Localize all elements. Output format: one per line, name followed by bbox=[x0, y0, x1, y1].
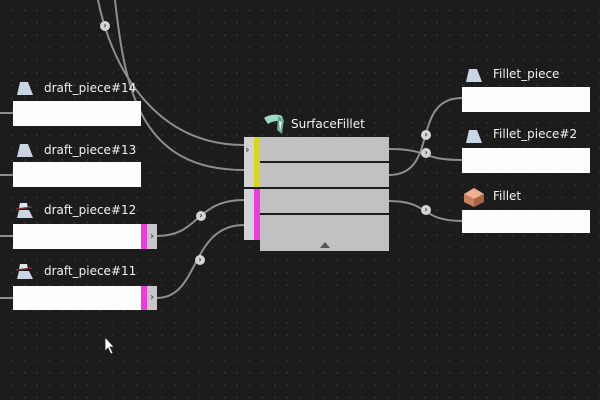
surface-fillet-node[interactable]: › bbox=[244, 137, 389, 240]
output-port-color bbox=[141, 224, 147, 249]
node-title: SurfaceFillet bbox=[291, 117, 365, 131]
surface-piece-icon bbox=[466, 130, 482, 143]
wire-junction[interactable]: › bbox=[195, 255, 205, 265]
node-expand-button[interactable] bbox=[260, 240, 389, 251]
surface-piece-icon bbox=[17, 144, 33, 157]
param-label: draft_piece#12 bbox=[44, 203, 137, 217]
node-input-port-1[interactable] bbox=[260, 137, 389, 161]
port-divider bbox=[260, 213, 389, 215]
wire-junction[interactable]: › bbox=[421, 130, 431, 140]
output-port-color bbox=[141, 286, 147, 310]
wire-junction[interactable]: › bbox=[421, 205, 431, 215]
param-value-field[interactable] bbox=[462, 148, 590, 173]
output-port[interactable]: › bbox=[147, 224, 157, 249]
node-input-port-2[interactable] bbox=[260, 163, 389, 187]
wire-junction[interactable]: › bbox=[421, 148, 431, 158]
param-label: Fillet bbox=[493, 189, 522, 203]
mouse-cursor-icon bbox=[104, 336, 115, 355]
param-value-field[interactable] bbox=[462, 210, 590, 233]
surface-piece-icon bbox=[17, 82, 33, 95]
param-label: Fillet_piece#2 bbox=[493, 127, 578, 141]
param-value-field[interactable] bbox=[13, 286, 141, 310]
port-divider bbox=[260, 161, 389, 163]
port-divider bbox=[244, 187, 389, 189]
solid-box-icon bbox=[464, 188, 484, 207]
draft-piece-icon bbox=[15, 203, 33, 218]
param-label: draft_piece#11 bbox=[44, 264, 137, 278]
param-value-field[interactable] bbox=[13, 162, 141, 187]
surface-piece-icon bbox=[466, 69, 482, 82]
triangle-up-icon bbox=[320, 242, 330, 248]
node-input-port-4[interactable] bbox=[260, 215, 389, 240]
node-input-port-3[interactable] bbox=[260, 189, 389, 213]
param-value-field[interactable] bbox=[13, 101, 141, 126]
surface-fillet-icon bbox=[264, 114, 284, 134]
wire-junction[interactable]: › bbox=[196, 211, 206, 221]
param-value-field[interactable] bbox=[462, 87, 590, 112]
wire-junction[interactable]: › bbox=[100, 21, 110, 31]
param-value-field[interactable] bbox=[13, 224, 141, 249]
param-label: draft_piece#14 bbox=[44, 81, 137, 95]
input-port-group-1[interactable] bbox=[254, 137, 260, 188]
output-port[interactable]: › bbox=[147, 286, 157, 310]
param-label: draft_piece#13 bbox=[44, 143, 137, 157]
param-label: Fillet_piece bbox=[493, 67, 560, 81]
draft-piece-icon bbox=[15, 264, 33, 279]
input-port-group-2[interactable] bbox=[254, 189, 260, 240]
chevron-right-icon: › bbox=[245, 143, 250, 156]
